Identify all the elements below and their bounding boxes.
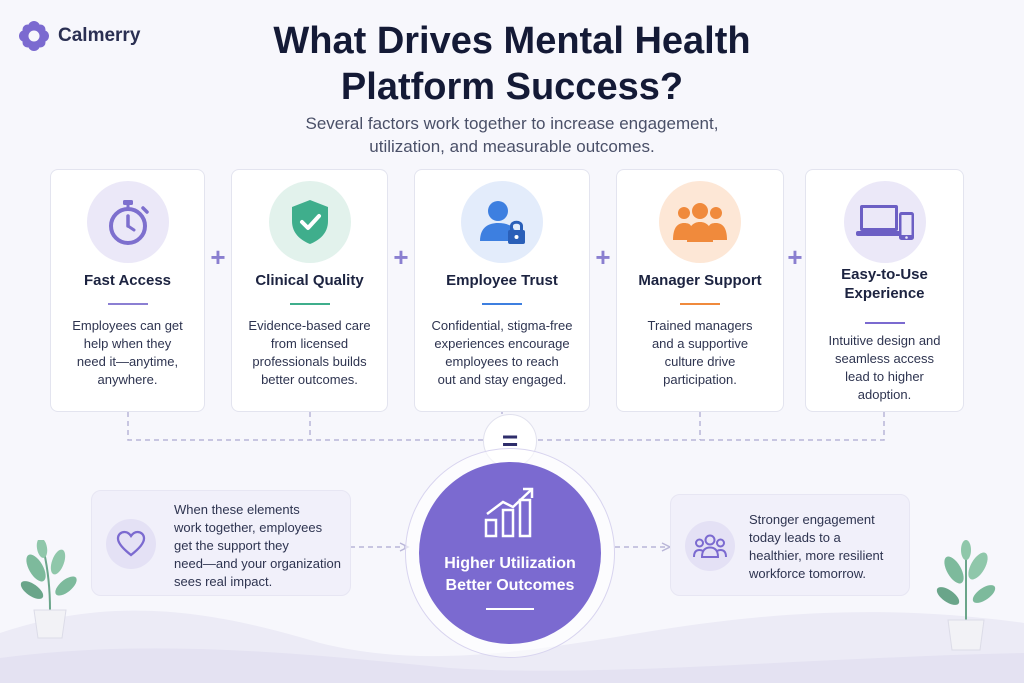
card-title: Fast Access [84,272,171,289]
desc-line: experiences encourage [434,336,570,351]
flower-logo-icon [19,21,49,51]
note-line: today leads to a [749,530,841,545]
desc-line: Confidential, stigma-free [431,318,573,333]
title-line-2: Platform Success? [340,66,684,108]
note-icon-circle [106,519,156,569]
card-icon-circle [86,181,169,263]
card-icon-circle [461,181,543,263]
outcome-divider [486,608,534,610]
card-title-line: Easy-to-Use [841,266,928,283]
desc-line: adoption. [857,387,912,402]
desc-line: Trained managers [647,318,753,333]
card-manager-support: Manager Support Trained managers and a s… [616,169,784,412]
card-title: Easy-to-Use Experience [806,265,963,303]
right-note-text: Stronger engagement today leads to a hea… [749,511,883,583]
note-line: When these elements [174,502,300,517]
note-line: need—and your organization [174,556,341,571]
desc-line: culture drive [664,354,736,369]
plus-operator: + [595,242,611,272]
card-divider [289,303,330,305]
card-icon-circle [268,181,351,263]
note-line: get the support they [174,538,289,553]
community-icon [693,534,727,558]
card-description: Intuitive design and seamless access lea… [816,332,953,404]
note-line: sees real impact. [174,574,273,589]
plus-operator: + [787,242,803,272]
growth-chart-icon [484,487,534,538]
user-lock-icon [480,201,525,244]
card-easy-to-use: Easy-to-Use Experience Intuitive design … [805,169,964,412]
desc-line: lead to higher [845,369,924,384]
heart-icon [116,530,146,557]
desc-line: participation. [663,372,737,387]
card-description: Confidential, stigma-free experiences en… [425,317,579,389]
desc-line: Employees can get [72,318,183,333]
desc-line: employees to reach [445,354,559,369]
note-line: work together, employees [174,520,323,535]
note-icon-circle [685,521,735,571]
plant-left-icon [20,540,77,639]
plus-operator: + [210,242,226,272]
card-employee-trust: Employee Trust Confidential, stigma-free… [414,169,590,412]
card-icon-circle [659,181,741,263]
right-note-card: Stronger engagement today leads to a hea… [670,494,910,596]
brand-name: Calmerry [58,25,141,46]
outcome-circle: Higher Utilization Better Outcomes [419,462,601,644]
card-title: Manager Support [638,272,762,289]
desc-line: out and stay engaged. [437,372,567,387]
desc-line: need it—anytime, [76,354,179,369]
subtitle-line-1: Several factors work together to increas… [305,114,719,133]
stopwatch-icon [108,200,149,245]
page-subtitle: Several factors work together to increas… [262,112,762,158]
left-note-text: When these elements work together, emplo… [174,501,341,591]
brand-logo[interactable]: Calmerry [18,20,140,52]
plant-right-icon [936,540,996,651]
card-clinical-quality: Clinical Quality Evidence-based care fro… [231,169,388,412]
outcome-line-1: Higher Utilization [444,555,576,572]
desc-line: better outcomes. [261,372,358,387]
card-title: Employee Trust [446,272,558,289]
card-description: Trained managers and a supportive cultur… [627,317,773,389]
team-icon [673,203,727,242]
desc-line: seamless access [835,351,934,366]
desc-line: professionals builds [252,354,367,369]
card-description: Evidence-based care from licensed profes… [242,317,377,389]
card-divider [680,303,720,305]
desc-line: help when they [83,336,172,351]
note-line: workforce tomorrow. [749,566,867,581]
devices-icon [855,205,914,240]
title-line-1: What Drives Mental Health [273,20,751,62]
subtitle-line-2: utilization, and measurable outcomes. [369,137,655,156]
note-line: healthier, more resilient [749,548,884,563]
card-divider [864,322,905,324]
shield-check-icon [291,200,328,244]
desc-line: Intuitive design and [828,333,941,348]
card-icon-circle [843,181,926,263]
left-note-card: When these elements work together, emplo… [91,490,351,596]
card-title: Clinical Quality [255,272,364,289]
desc-line: anywhere. [97,372,158,387]
card-divider [482,303,522,305]
desc-line: and a supportive [651,336,749,351]
card-fast-access: Fast Access Employees can get help when … [50,169,205,412]
note-line: Stronger engagement [749,512,875,527]
plus-operator: + [393,242,409,272]
desc-line: Evidence-based care [248,318,371,333]
page-title: What Drives Mental Health Platform Succe… [0,18,1024,110]
card-title-line: Experience [844,285,925,302]
desc-line: from licensed [270,336,349,351]
card-divider [107,303,148,305]
background-hills [0,610,1024,683]
card-description: Employees can get help when they need it… [61,317,194,389]
outcome-line-2: Better Outcomes [445,577,575,594]
